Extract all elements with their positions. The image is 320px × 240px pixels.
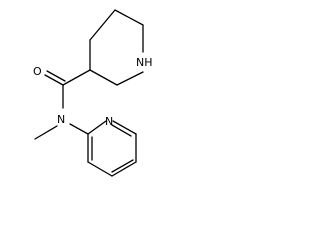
chemical-structure: NH O N N	[33, 9, 153, 177]
double-bond	[111, 124, 132, 137]
amide-group	[34, 69, 91, 140]
double-bond	[111, 159, 134, 173]
amine-nh-label: NH	[136, 56, 153, 69]
bond	[112, 120, 137, 135]
bond	[114, 9, 144, 26]
bond	[87, 161, 113, 177]
pyridine-nitrogen-label: N	[105, 115, 113, 128]
bond	[89, 9, 116, 41]
amide-nitrogen-label: N	[57, 113, 65, 126]
bond	[34, 125, 58, 140]
pyridine-ring	[87, 120, 137, 177]
bond	[87, 120, 107, 135]
double-bond	[44, 74, 64, 86]
bond	[116, 71, 144, 86]
carbonyl-oxygen-label: O	[33, 65, 42, 78]
bond	[69, 123, 89, 135]
bond	[111, 161, 137, 177]
atom-labels: NH O N N	[33, 56, 153, 128]
bond	[62, 69, 91, 86]
double-bond	[46, 70, 66, 82]
bond	[89, 69, 118, 86]
piperidine-ring	[89, 9, 144, 86]
